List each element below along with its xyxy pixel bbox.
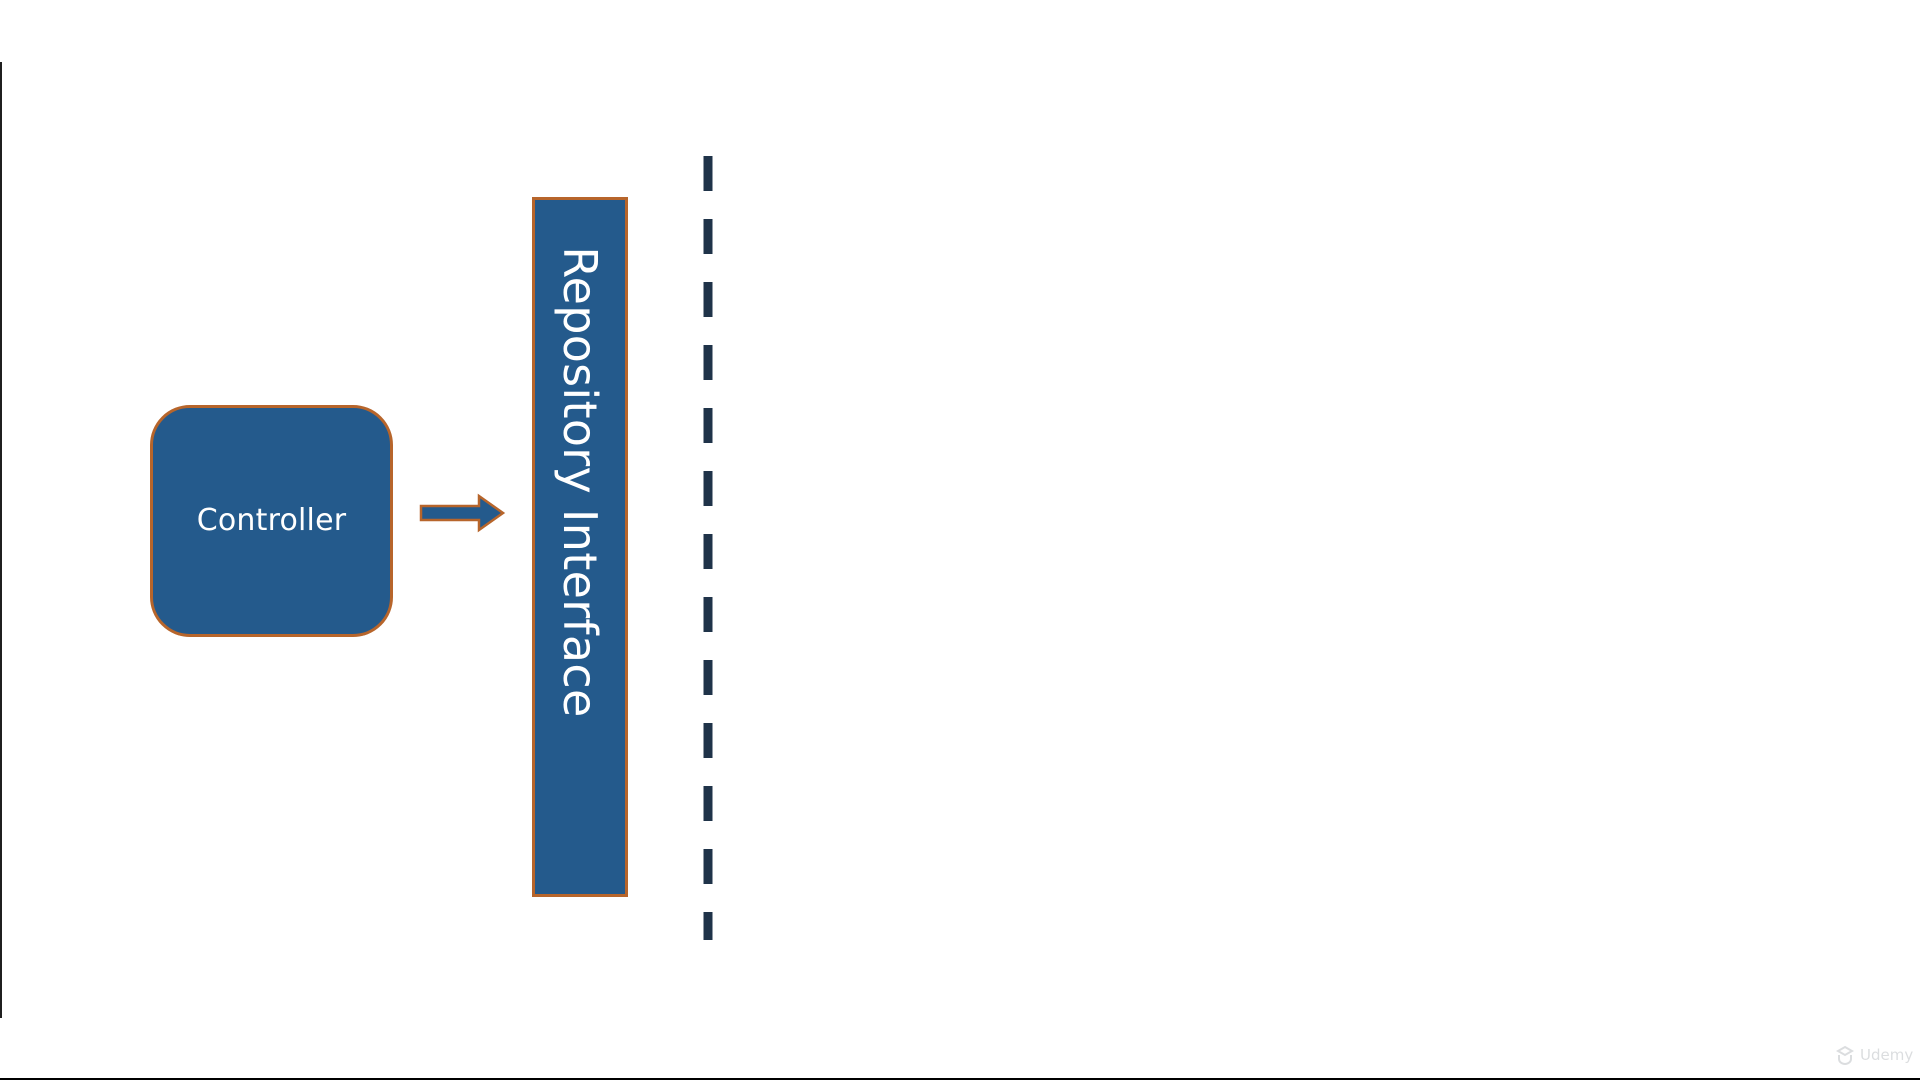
- arrow-shape: [419, 493, 506, 533]
- dashed-separator: [703, 156, 713, 940]
- udemy-watermark: Udemy: [1834, 1041, 1914, 1069]
- udemy-logo-icon: [1835, 1045, 1855, 1065]
- slide-left-edge: [0, 62, 2, 1018]
- repository-interface-label: Repository Interface: [553, 246, 607, 718]
- controller-label: Controller: [196, 503, 347, 538]
- controller-node: Controller: [150, 405, 393, 637]
- repository-interface-node: Repository Interface: [532, 197, 628, 897]
- arrow-right-icon: [419, 493, 506, 533]
- udemy-watermark-text: Udemy: [1860, 1046, 1914, 1064]
